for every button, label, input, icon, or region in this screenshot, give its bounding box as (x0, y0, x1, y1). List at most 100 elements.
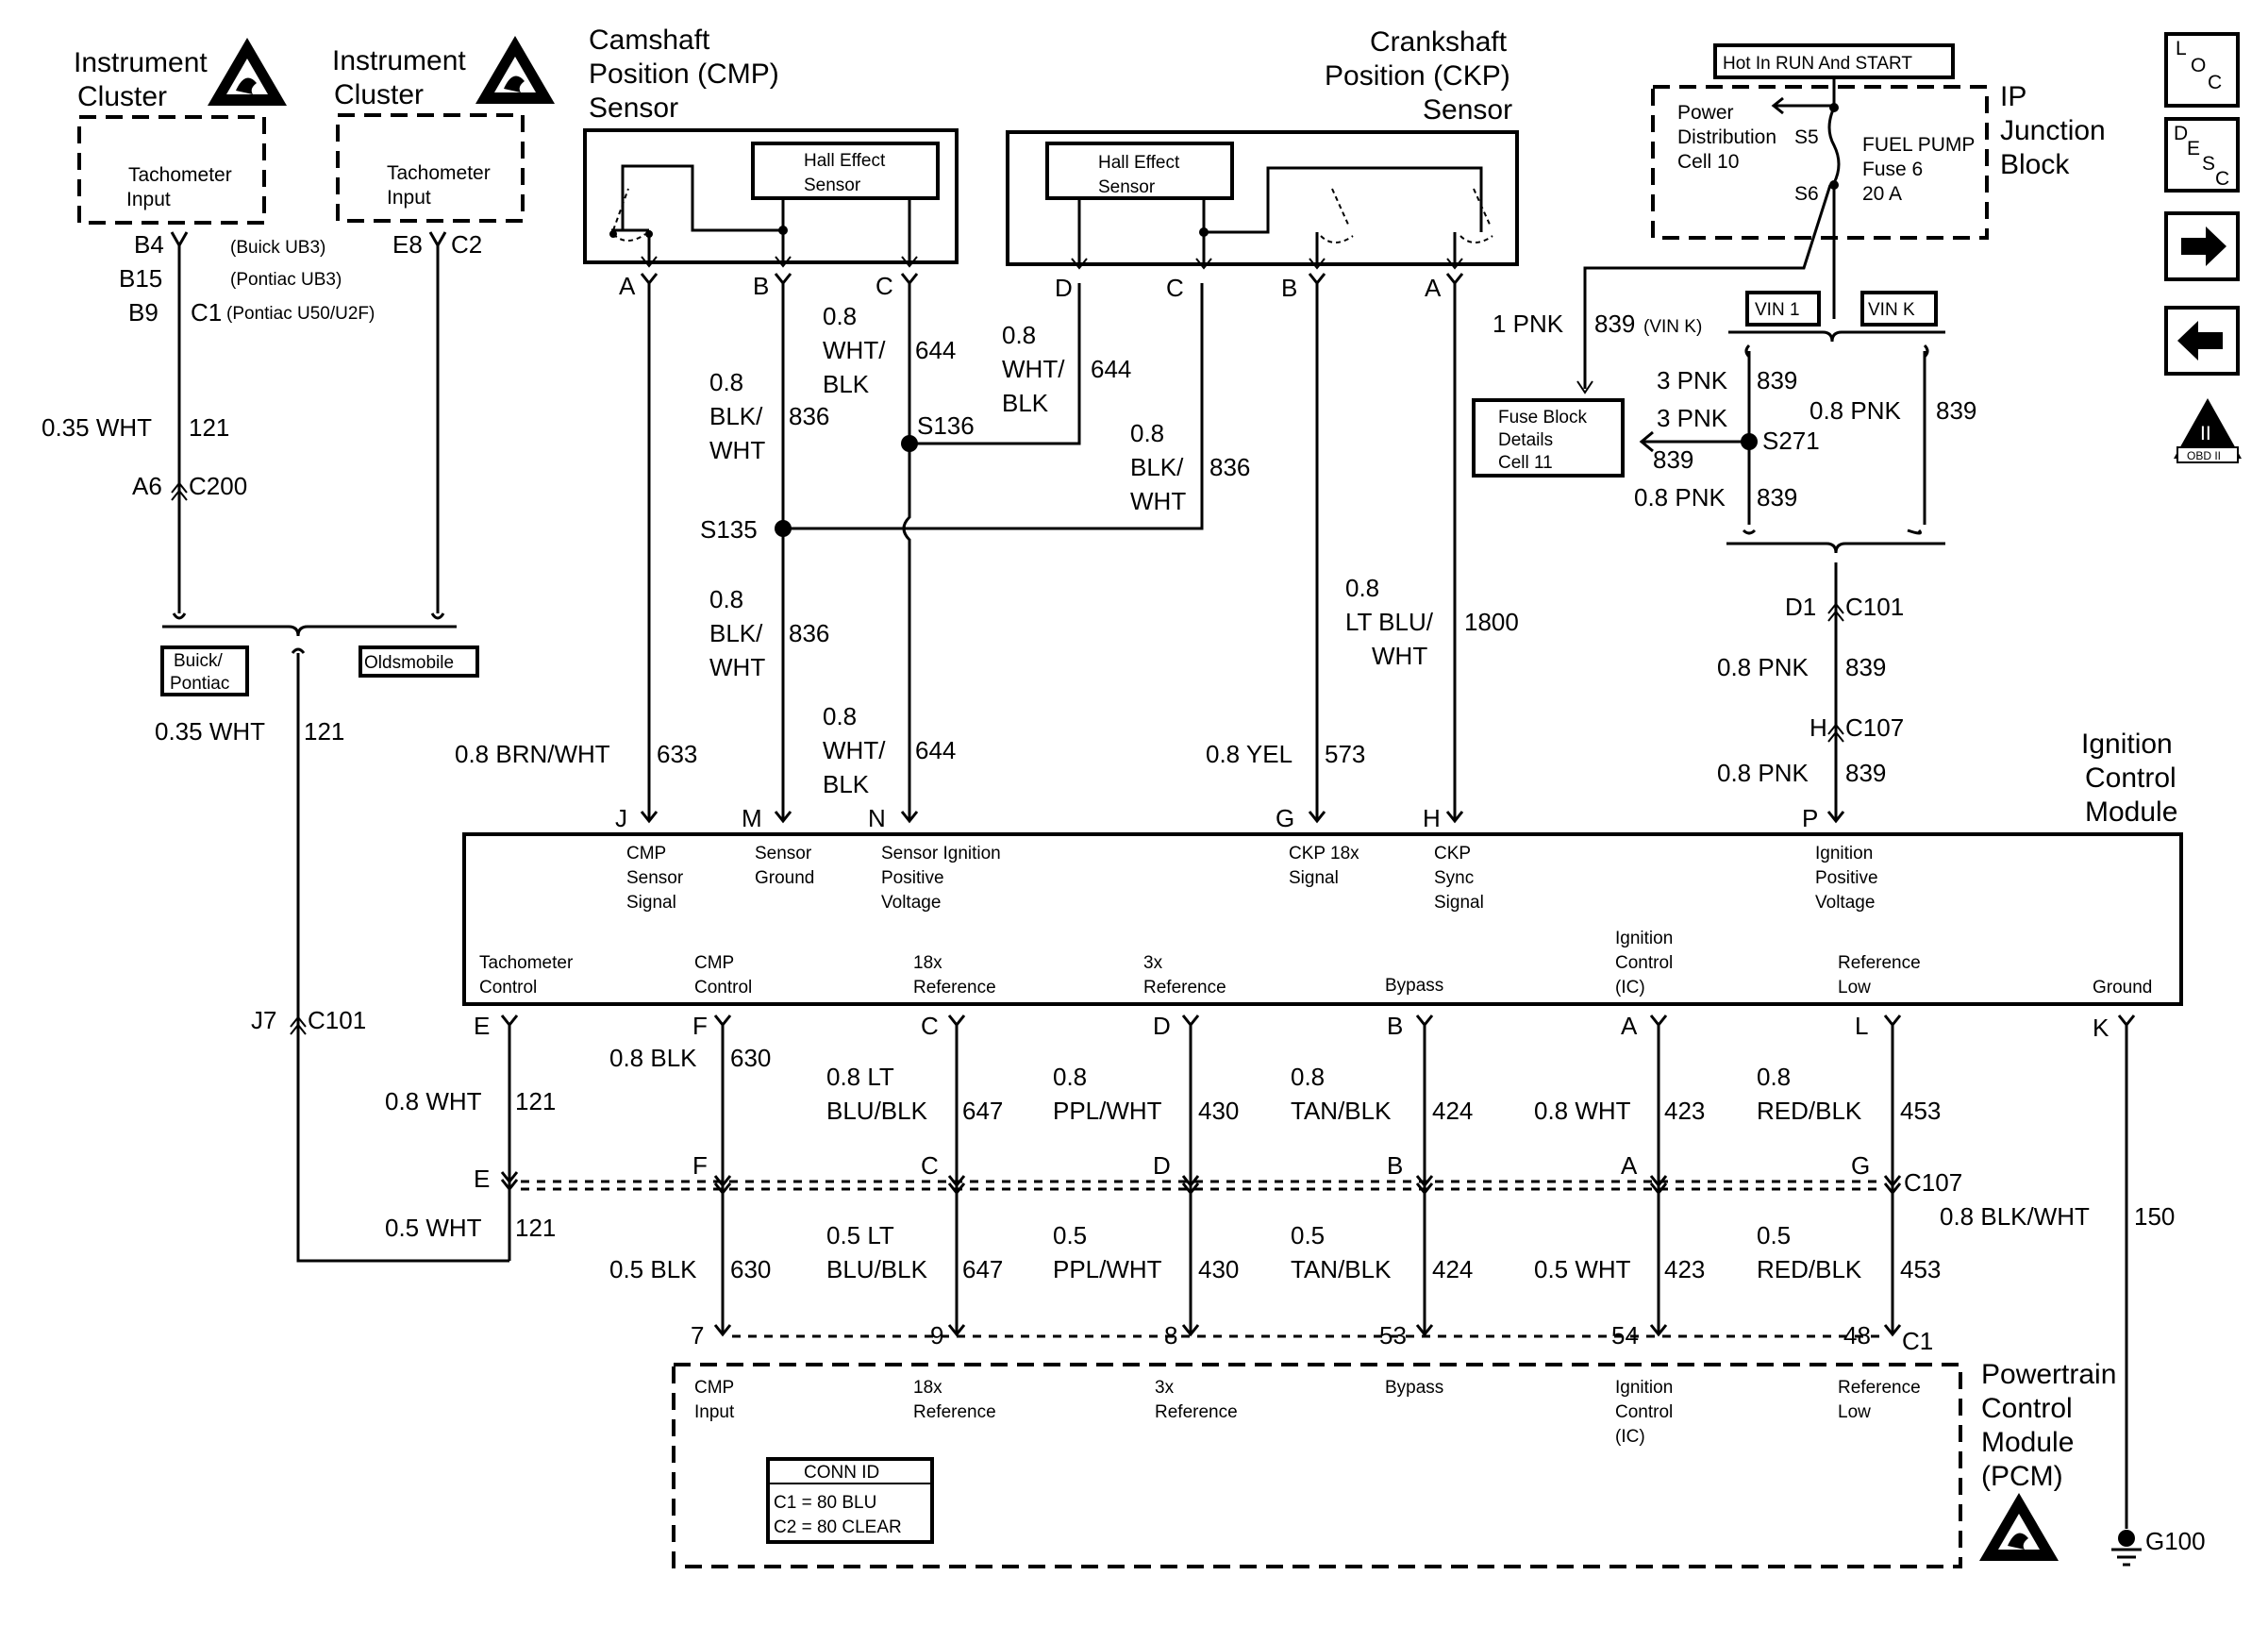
esd-warning-icon (475, 36, 555, 104)
c200-name: C200 (189, 472, 247, 500)
cluster2-input-2: Input (387, 187, 431, 209)
fuse-6 (1827, 107, 1841, 184)
icm-p2: Positive (1815, 868, 1878, 888)
pcm-title-4: (PCM) (1981, 1461, 2063, 1492)
c101-connector-icon (290, 1015, 307, 1035)
pin-b15: B15 (119, 264, 162, 293)
conn-id-c2: C2 = 80 CLEAR (774, 1517, 902, 1537)
icm-pin-j: J (615, 804, 627, 832)
desc-button[interactable]: D E S C (2164, 117, 2240, 193)
mid-f-gc: 0.8 BLK (609, 1044, 697, 1072)
pcm-pin-48: 48 (1843, 1321, 1871, 1349)
ckp-title-3: Sensor (1423, 94, 1512, 126)
icm-k1: Ground (2093, 978, 2152, 997)
ip-junction-box (1651, 85, 1989, 240)
pd-2: Distribution (1677, 126, 1776, 148)
loc-button[interactable]: L O C (2164, 32, 2240, 108)
mid-a-gc: 0.8 WHT (1534, 1097, 1631, 1125)
c101-pin: J7 (251, 1006, 276, 1034)
fuse-2: Fuse 6 (1862, 159, 1923, 180)
low-l-g1: 0.5 (1757, 1221, 1791, 1249)
low-f-cir: 630 (730, 1255, 771, 1283)
wire-423 (1649, 1014, 1668, 1337)
icm-j2: Sensor (626, 868, 684, 888)
c107-b: B (1387, 1151, 1403, 1180)
ckp-pin-a: A (1425, 274, 1442, 302)
low-d-g2: PPL/WHT (1053, 1255, 1162, 1283)
obd-label: OBD II (2187, 449, 2221, 462)
icm-m1: Sensor (755, 844, 812, 863)
c107-d: D (1153, 1151, 1171, 1180)
ground-symbol-icon (2111, 1530, 2142, 1567)
w1pnk-note: (VIN K) (1643, 317, 1702, 337)
ckp-hall-1: Hall Effect (1098, 153, 1180, 173)
splice-s136 (901, 435, 918, 452)
ckp-d-circuit: 644 (1091, 355, 1131, 383)
pcm-l2: Low (1838, 1402, 1871, 1422)
tag-olds: Oldsmobile (364, 653, 454, 673)
ckp-title-1: Crankshaft (1370, 26, 1508, 58)
w3pnk-a-cir: 839 (1757, 366, 1797, 394)
arrow-right-icon[interactable] (2164, 211, 2240, 281)
fuse-out (1583, 184, 1836, 389)
w08pnk-c-cir: 839 (1757, 483, 1797, 511)
j-gauge: 0.8 BRN/WHT (455, 740, 610, 768)
arrow-left-icon[interactable] (2164, 306, 2240, 376)
cmp-c-gauge: 0.8 (823, 302, 857, 330)
low-c-g1: 0.5 LT (826, 1221, 894, 1249)
tag-buick-1: Buick/ (174, 651, 223, 671)
lower-wires (500, 1014, 1902, 1338)
m-color2: WHT (709, 653, 765, 681)
icm-d1: 3x (1143, 953, 1163, 973)
icm-title-3: Module (2085, 796, 2177, 828)
wire-633 (640, 273, 659, 824)
cluster2-input-1: Tachometer (387, 162, 491, 184)
conn-id-title: CONN ID (804, 1463, 879, 1483)
cmp-pin-arrows (641, 256, 918, 268)
wire-453 (1883, 1014, 1902, 1337)
wire-573 (1308, 273, 1326, 824)
low-d-cir: 430 (1198, 1255, 1239, 1283)
cluster1-input-1: Tachometer (128, 164, 232, 186)
ckp-d-color1: WHT/ (1002, 355, 1065, 383)
tach-circuit: 121 (189, 413, 229, 442)
ip-2: Junction (2000, 115, 2106, 146)
low-b-g1: 0.5 (1291, 1221, 1325, 1249)
cmp-title-2: Position (CMP) (589, 59, 779, 90)
esd-warning-icon (1979, 1493, 2059, 1561)
icm-d2: Reference (1143, 978, 1226, 997)
cmp-title-1: Camshaft (589, 25, 710, 56)
ckp-sensor: Crankshaft Position (CKP) Sensor Hall Ef… (1006, 26, 1519, 270)
w08pnk-d: 0.8 PNK (1717, 653, 1809, 681)
cmp-b-circuit: 836 (789, 402, 829, 430)
g-circuit: 573 (1325, 740, 1365, 768)
ckp-hall-2: Sensor (1098, 177, 1156, 197)
mid-b-cir: 424 (1432, 1097, 1473, 1125)
low-a-cir: 423 (1664, 1255, 1705, 1283)
pin-b4: B4 (134, 230, 164, 259)
c107-g: G (1851, 1151, 1870, 1180)
icm-c1: 18x (913, 953, 942, 973)
cmp-b-gauge: 0.8 (709, 368, 743, 396)
g100-label: G100 (2145, 1527, 2206, 1555)
fb-1: Fuse Block (1498, 408, 1587, 427)
cluster1-input-2: Input (126, 189, 171, 210)
w08pnk-e: 0.8 PNK (1717, 759, 1809, 787)
cmp-c-color1: WHT/ (823, 336, 886, 364)
icm-pin-p: P (1802, 804, 1818, 832)
ckp-c-color1: BLK/ (1130, 453, 1184, 481)
low-c-g2: BLU/BLK (826, 1255, 928, 1283)
pin-b15-note: (Pontiac UB3) (230, 270, 342, 290)
pin-c1: C1 (191, 298, 222, 327)
icm-n1: Sensor Ignition (881, 844, 1001, 863)
pcm-pin-8: 8 (1164, 1321, 1177, 1349)
cmp-b-color1: BLK/ (709, 402, 763, 430)
cmp-internal (611, 164, 911, 264)
wire-836 (774, 273, 1204, 824)
instrument-cluster-2: Instrument Cluster Tachometer Input (332, 36, 555, 223)
ckp-pin-arrows (1071, 258, 1463, 270)
cmp-c-circuit: 644 (915, 336, 956, 364)
mid-e-gc: 0.8 WHT (385, 1087, 482, 1115)
cmp-c-color2: BLK (823, 370, 870, 398)
fuse-block-details-box (1472, 398, 1625, 478)
